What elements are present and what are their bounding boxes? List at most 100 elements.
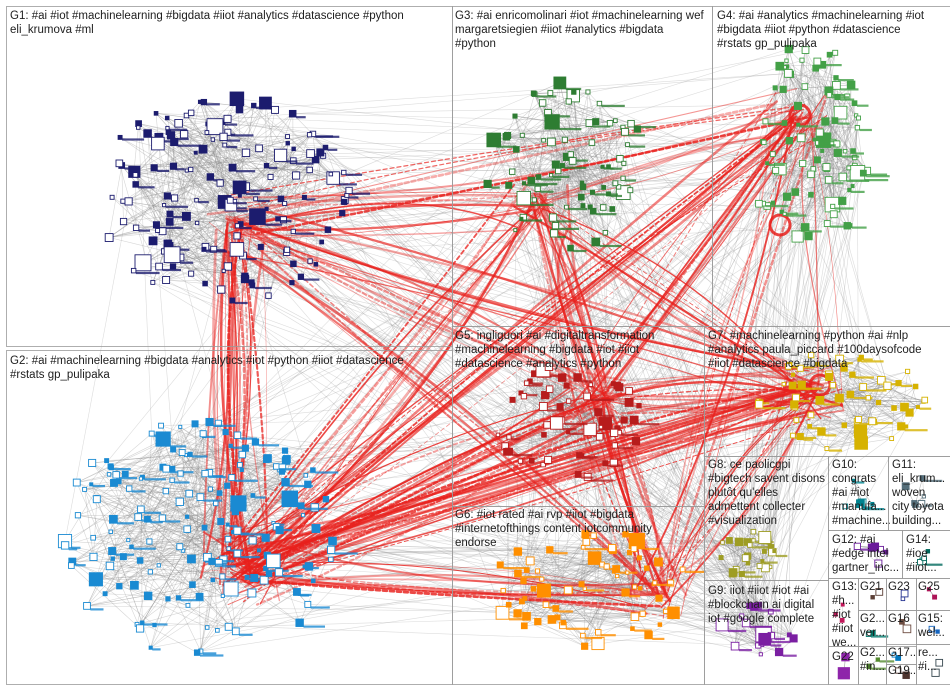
- node: [552, 161, 559, 168]
- node: [566, 99, 571, 104]
- node: [802, 47, 809, 54]
- node: [739, 571, 744, 576]
- node: [729, 569, 737, 577]
- node-label-mark: [335, 552, 358, 554]
- node: [794, 102, 801, 109]
- node: [125, 198, 132, 205]
- node: [783, 212, 786, 215]
- node: [581, 545, 585, 549]
- node: [166, 597, 170, 601]
- node: [735, 538, 743, 546]
- node: [808, 424, 812, 428]
- node: [166, 219, 173, 226]
- node: [572, 90, 576, 94]
- node-label-mark: [206, 103, 220, 105]
- node: [518, 459, 522, 463]
- node-label-mark: [225, 124, 237, 126]
- node: [857, 116, 861, 120]
- node: [205, 626, 209, 630]
- node: [107, 473, 111, 477]
- node: [787, 633, 791, 637]
- group-frame-12: [829, 531, 903, 579]
- node: [851, 149, 856, 154]
- node: [229, 475, 235, 481]
- node-label-mark: [200, 654, 223, 656]
- node-label-mark: [601, 634, 616, 636]
- node: [234, 527, 241, 534]
- node-label-mark: [204, 500, 222, 502]
- node: [593, 119, 599, 125]
- node-label-mark: [541, 178, 561, 180]
- node: [766, 162, 769, 165]
- node: [329, 537, 337, 545]
- node: [916, 406, 919, 409]
- node: [118, 135, 122, 139]
- node: [230, 92, 244, 106]
- node: [207, 119, 223, 135]
- node: [582, 643, 588, 649]
- node-label-mark: [537, 95, 556, 97]
- node-label-mark: [206, 250, 227, 252]
- node-label-mark: [728, 630, 746, 632]
- node: [264, 455, 272, 463]
- node: [841, 603, 844, 606]
- node: [252, 439, 258, 445]
- node: [834, 149, 841, 156]
- node: [164, 193, 170, 199]
- node: [109, 530, 113, 534]
- node: [626, 571, 629, 574]
- node: [607, 121, 613, 127]
- node: [884, 550, 888, 554]
- node: [834, 76, 838, 80]
- node: [224, 582, 238, 596]
- node: [759, 532, 771, 544]
- node-label-mark: [861, 549, 869, 551]
- node: [582, 531, 589, 538]
- node: [245, 575, 249, 579]
- node: [816, 129, 823, 136]
- node: [298, 503, 304, 509]
- node-label-mark: [162, 269, 181, 271]
- node: [658, 623, 662, 627]
- node: [628, 188, 633, 193]
- node: [583, 587, 586, 590]
- node: [596, 630, 602, 636]
- node-label-mark: [566, 628, 589, 630]
- node: [294, 589, 301, 596]
- node: [276, 217, 280, 221]
- node: [282, 491, 298, 507]
- node: [564, 364, 568, 368]
- node-label-mark: [844, 362, 853, 364]
- node-label-mark: [638, 423, 659, 425]
- node: [751, 529, 756, 534]
- group-frame-19: [887, 611, 917, 645]
- node-label-mark: [249, 190, 272, 192]
- node: [551, 230, 558, 237]
- node-label-mark: [585, 637, 602, 639]
- node-label-mark: [144, 512, 161, 514]
- node: [827, 52, 832, 57]
- node: [226, 523, 229, 526]
- node-label-mark: [215, 564, 226, 566]
- node: [510, 397, 515, 402]
- node-label-mark: [851, 191, 865, 193]
- node: [927, 588, 930, 591]
- node: [236, 106, 243, 113]
- node: [256, 145, 263, 152]
- node: [819, 141, 824, 146]
- node-label-mark: [852, 227, 867, 229]
- node: [589, 383, 593, 387]
- node: [144, 130, 152, 138]
- node: [892, 406, 897, 411]
- node-label-mark: [855, 152, 864, 154]
- node: [611, 429, 618, 436]
- node: [234, 550, 241, 557]
- node-label-mark: [549, 606, 558, 608]
- node: [234, 233, 240, 239]
- node: [565, 205, 569, 209]
- node: [890, 437, 894, 441]
- node: [855, 126, 859, 130]
- node-label-mark: [181, 599, 204, 601]
- node-label-mark: [531, 204, 554, 206]
